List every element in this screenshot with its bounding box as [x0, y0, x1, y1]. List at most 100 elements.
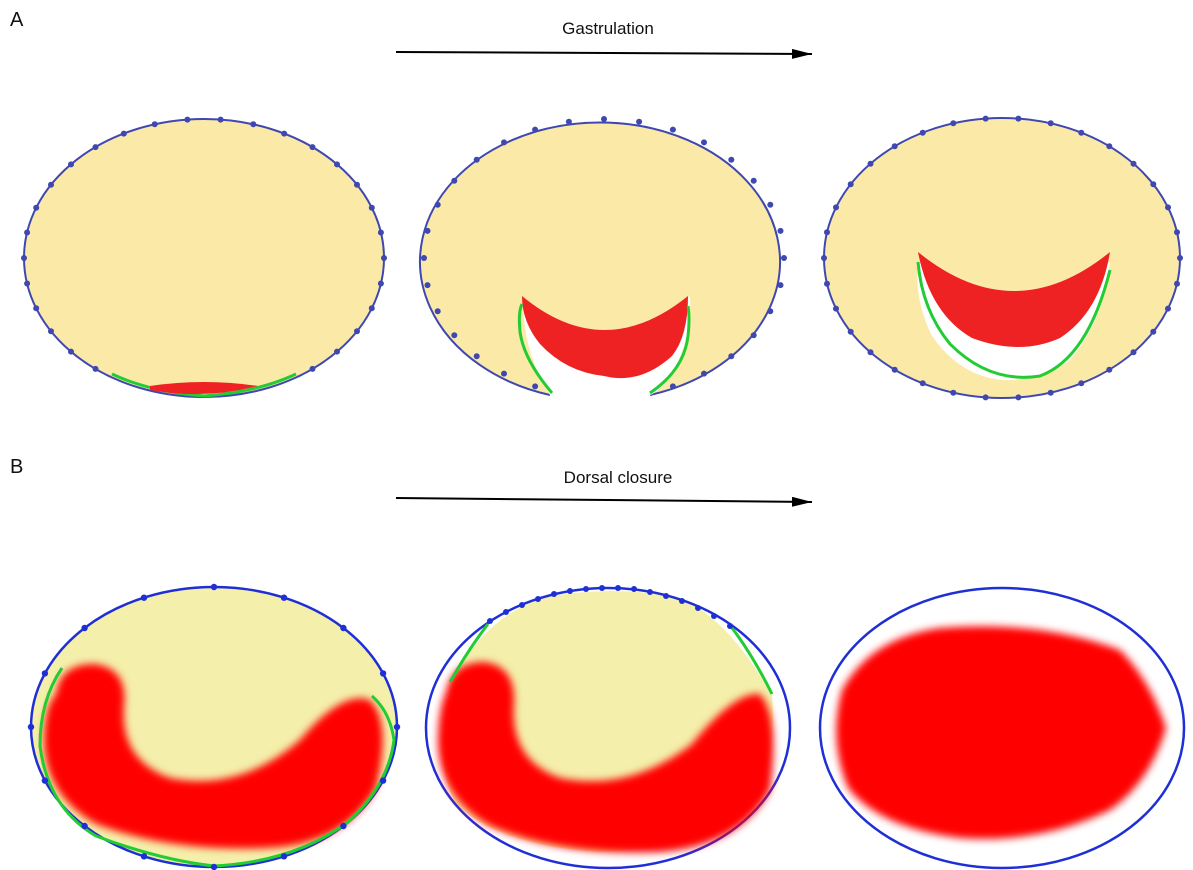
membrane-dot [354, 182, 360, 188]
membrane-dot [1177, 255, 1183, 261]
membrane-dot [1106, 143, 1112, 149]
membrane-dot [983, 116, 989, 122]
yolk [24, 119, 384, 397]
membrane-dot [42, 670, 48, 676]
membrane-dot [184, 117, 190, 123]
membrane-dot [211, 584, 217, 590]
membrane-dot [394, 724, 400, 730]
membrane-dot [378, 230, 384, 236]
membrane-dot [24, 281, 30, 287]
membrane-dot [340, 625, 346, 631]
membrane-dot [21, 255, 27, 261]
membrane-dot [381, 255, 387, 261]
embryo-a2 [420, 116, 787, 395]
membrane-dot [767, 308, 773, 314]
membrane-dot [728, 353, 734, 359]
membrane-dot [48, 182, 54, 188]
membrane-dot [281, 131, 287, 137]
membrane-dot [501, 371, 507, 377]
membrane-dot [868, 349, 874, 355]
membrane-dot [152, 121, 158, 127]
membrane-dot [451, 178, 457, 184]
membrane-dot [24, 230, 30, 236]
membrane-dot [81, 625, 87, 631]
membrane-dot [33, 305, 39, 311]
membrane-dot [48, 328, 54, 334]
membrane-dot [824, 229, 830, 235]
membrane-dot [566, 119, 572, 125]
membrane-dot [68, 161, 74, 167]
membrane-dot [369, 205, 375, 211]
membrane-dot [892, 367, 898, 373]
membrane-dot [281, 595, 287, 601]
membrane-dot [435, 202, 441, 208]
membrane-dot [435, 308, 441, 314]
membrane-dot [425, 228, 431, 234]
membrane-dot [983, 394, 989, 400]
membrane-dot [1174, 229, 1180, 235]
membrane-dot [340, 823, 346, 829]
membrane-dot [778, 228, 784, 234]
membrane-dot [93, 366, 99, 372]
membrane-dot [334, 349, 340, 355]
membrane-dot [1131, 161, 1137, 167]
membrane-dot [421, 255, 427, 261]
membrane-dot [474, 353, 480, 359]
membrane-dot [1048, 390, 1054, 396]
membrane-dot [824, 281, 830, 287]
membrane-dot [728, 157, 734, 163]
dorsal-closure-arrow [396, 498, 812, 502]
membrane-dot [751, 332, 757, 338]
membrane-dot [68, 349, 74, 355]
membrane-dot [821, 255, 827, 261]
membrane-dot [920, 130, 926, 136]
membrane-dot [778, 282, 784, 288]
membrane-dot [93, 144, 99, 150]
membrane-dot [1165, 204, 1171, 210]
dorsal-closure-label: Dorsal closure [564, 468, 673, 487]
embryo-b3 [820, 588, 1184, 868]
panel-a-letter: A [10, 9, 24, 31]
membrane-dot [451, 332, 457, 338]
membrane-dot [425, 282, 431, 288]
membrane-dot [81, 823, 87, 829]
membrane-dot [833, 306, 839, 312]
embryo-b2 [426, 585, 790, 868]
membrane-dot [868, 161, 874, 167]
membrane-dot [1015, 116, 1021, 122]
membrane-dot [1131, 349, 1137, 355]
membrane-dot [250, 121, 256, 127]
membrane-dot [767, 202, 773, 208]
membrane-dot [751, 178, 757, 184]
membrane-dot [1150, 181, 1156, 187]
membrane-dot [636, 119, 642, 125]
membrane-dot [848, 181, 854, 187]
membrane-dot [532, 127, 538, 133]
membrane-dot [369, 305, 375, 311]
membrane-dot [1174, 281, 1180, 287]
membrane-dot [334, 161, 340, 167]
membrane-dot [1015, 394, 1021, 400]
membrane-dot [833, 204, 839, 210]
membrane-dot [141, 595, 147, 601]
membrane-dot [211, 864, 217, 870]
membrane-dot [920, 380, 926, 386]
embryo-b1 [28, 584, 400, 870]
membrane-dot [354, 328, 360, 334]
membrane-dot [601, 116, 607, 122]
membrane-dot [141, 853, 147, 859]
membrane-dot [1078, 380, 1084, 386]
membrane-dot [892, 143, 898, 149]
embryo-a1 [21, 117, 387, 397]
membrane-dot [532, 383, 538, 389]
panel-b-letter: B [10, 456, 23, 478]
membrane-dot [670, 127, 676, 133]
membrane-dot [701, 139, 707, 145]
membrane-dot [310, 144, 316, 150]
membrane-dot [1078, 130, 1084, 136]
membrane-dot [474, 157, 480, 163]
membrane-dot [1106, 367, 1112, 373]
membrane-dot [33, 205, 39, 211]
membrane-dot [848, 329, 854, 335]
